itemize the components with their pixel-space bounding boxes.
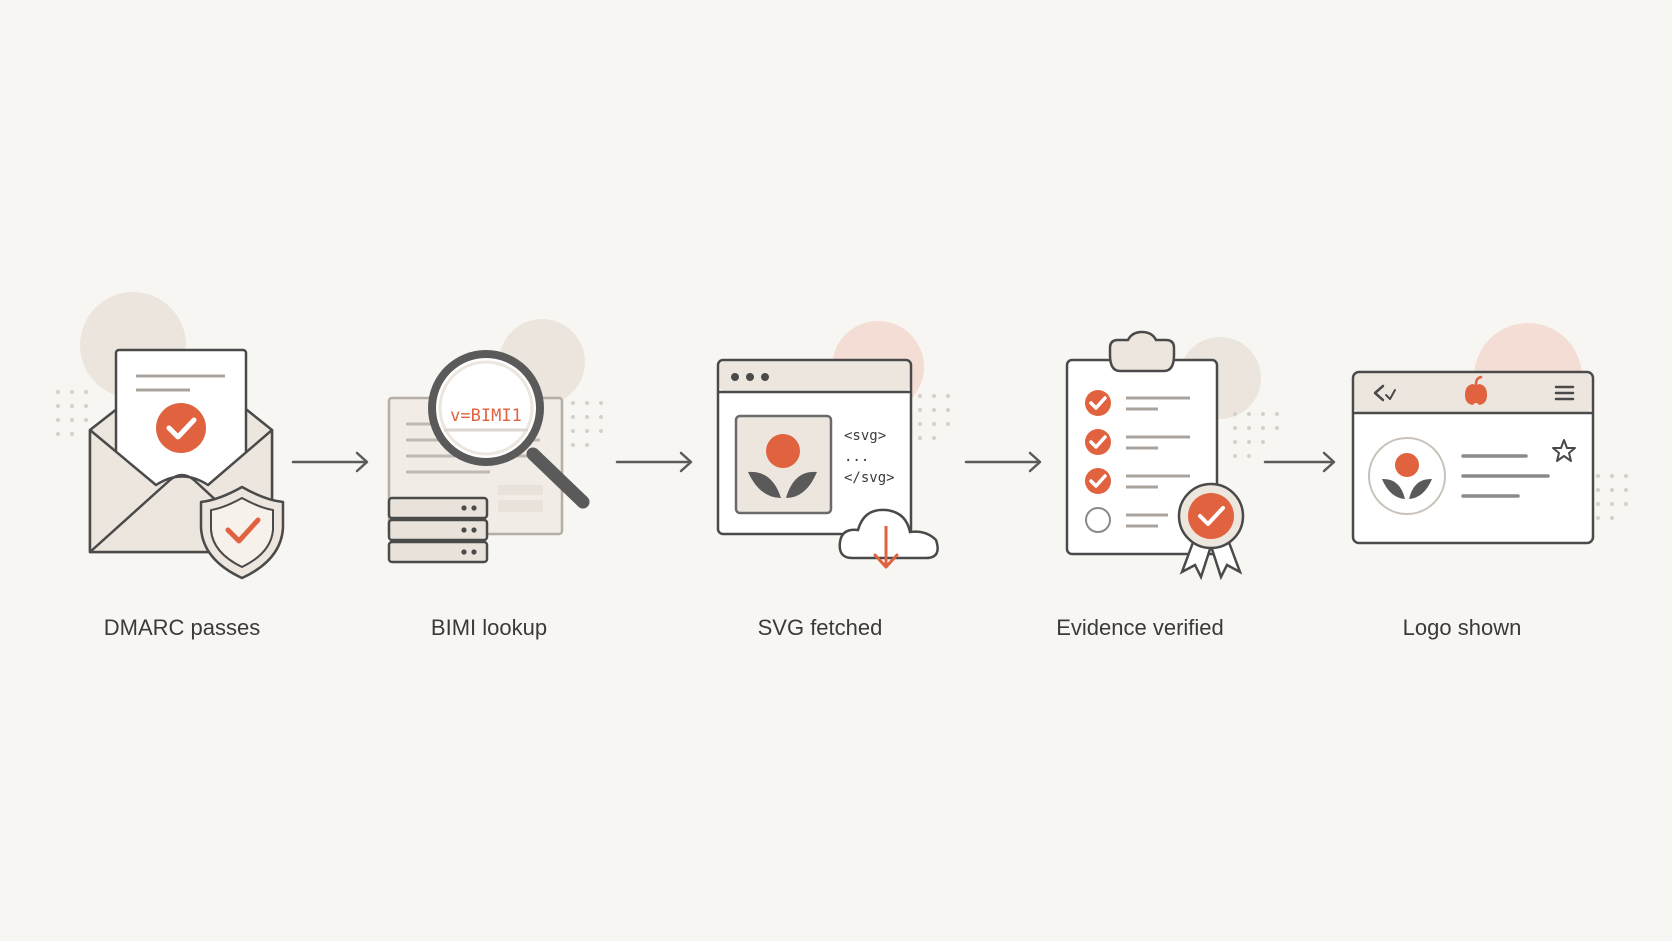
magnifier-handle [526,447,590,509]
step-bimi-lookup: v=BIMI1 BIMI lookup [387,319,603,640]
flow-arrow [291,451,369,473]
bimi-record-text: v=BIMI1 [450,406,522,426]
step-dmarc: DMARC passes [56,292,285,640]
brand-icon [1465,384,1487,405]
step-label: Evidence verified [1056,615,1224,640]
dot-pattern [56,390,88,436]
step-svg-fetched: <svg> ... </svg> SVG fetched [716,321,950,640]
flow-arrow [1263,451,1336,473]
server-icon [387,496,489,520]
svg-code-line: </svg> [844,470,895,486]
star-icon [1552,439,1576,462]
browser-logo-icon [1351,370,1595,545]
step-label: Logo shown [1403,615,1522,640]
flow-arrow [615,451,693,473]
step-label: SVG fetched [758,615,883,640]
step-label: BIMI lookup [431,615,547,640]
clipboard-badge-icon [1065,330,1245,581]
back-icon [1373,384,1385,402]
cloud-download-icon [838,508,939,560]
dot-pattern [571,401,603,447]
dot-pattern [1233,412,1279,458]
menu-icon [1554,385,1575,401]
step-label: DMARC passes [104,615,260,640]
step-logo-shown: Logo shown [1351,323,1628,640]
step-evidence-verified: Evidence verified [1056,330,1279,640]
flow-arrow [964,451,1042,473]
magnifier-dns-icon: v=BIMI1 [387,350,590,564]
svg-code-line: <svg> [844,428,886,444]
browser-svg-download-icon: <svg> ... </svg> [716,358,939,569]
svg-code-line: ... [844,449,869,465]
envelope-shield-icon [88,348,285,580]
dot-pattern [918,394,950,440]
dot-pattern [1596,474,1628,520]
